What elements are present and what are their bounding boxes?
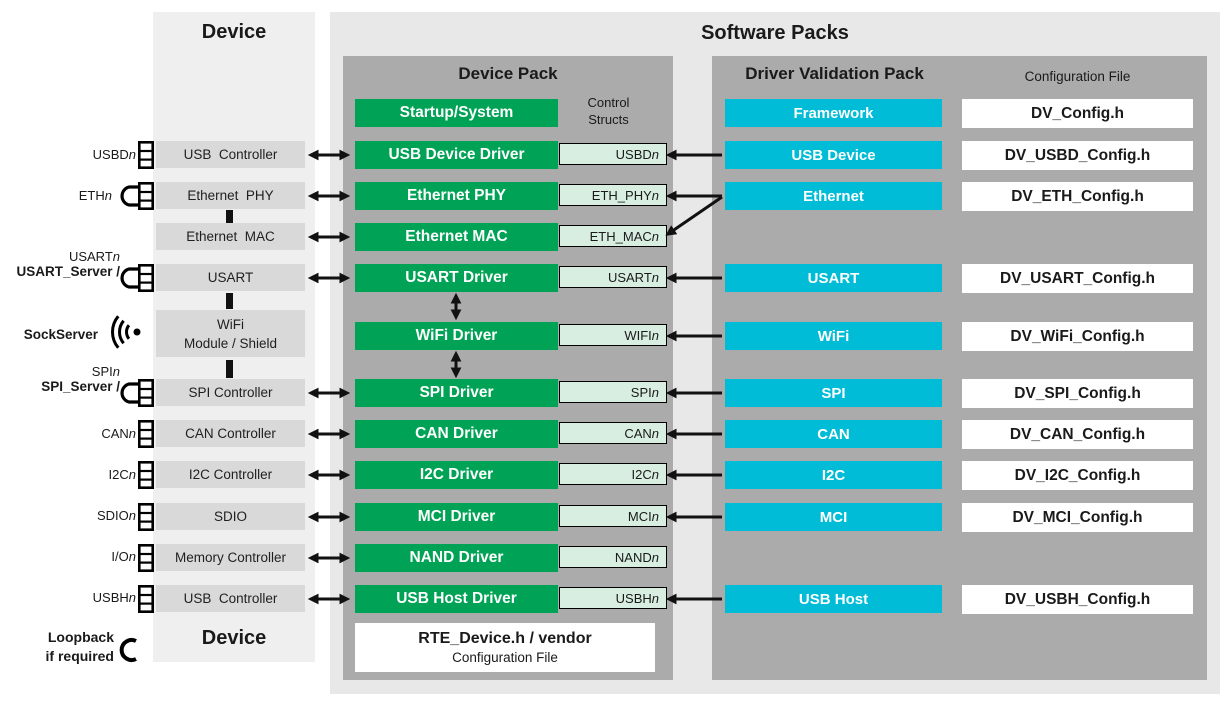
validation-box-framework: Framework [725,99,942,127]
connector-icon [138,544,154,572]
connector-icon [138,182,154,210]
driver-box-can: CAN Driver [355,420,558,448]
config-box-dv-eth: DV_ETH_Config.h [962,182,1193,211]
device-box-memory-controller: Memory Controller [156,544,305,571]
device-box-ethernet-phy: Ethernet PHY [156,182,305,209]
device-box-usart: USART [156,264,305,291]
config-box-dv-wifi: DV_WiFi_Config.h [962,322,1193,351]
loopback-note: Loopback if required [45,629,114,664]
config-box-dv-can: DV_CAN_Config.h [962,420,1193,449]
left-label-i2c: I2Cn [108,467,136,482]
connector-icon [138,420,154,448]
validation-box-wifi: WiFi [725,322,942,350]
software-packs-title: Software Packs [701,22,849,44]
left-label-usbd: USBDn [92,147,136,162]
device-panel-bottom-title: Device [201,626,267,649]
config-box-dv-usbh: DV_USBH_Config.h [962,585,1193,614]
driver-box-ethernet-mac: Ethernet MAC [355,223,558,251]
driver-box-usb-device: USB Device Driver [355,141,558,169]
loopback-icon [120,185,140,207]
left-label-can: CANn [101,426,136,441]
left-label-eth: ETHn [78,188,112,203]
left-label-usart: USARTn USART_Server / [16,249,120,279]
config-box-dv-i2c: DV_I2C_Config.h [962,461,1193,490]
driver-box-wifi: WiFi Driver [355,322,558,350]
validation-box-usb-host: USB Host [725,585,942,613]
configuration-file-title: Configuration File [1024,69,1131,84]
device-box-usb-host-controller: USB Controller [156,585,305,612]
validation-box-can: CAN [725,420,942,448]
left-label-sockserver: SockServer [23,327,98,342]
control-structs-label: Control Structs [587,95,630,127]
validation-box-spi: SPI [725,379,942,407]
device-box-ethernet-mac: Ethernet MAC [156,223,305,250]
connector-icon [138,461,154,489]
validation-box-ethernet: Ethernet [725,182,942,210]
device-box-wifi-module: WiFi Module / Shield [156,310,305,357]
config-box-dv-mci: DV_MCI_Config.h [962,503,1193,532]
config-box-dv-spi: DV_SPI_Config.h [962,379,1193,408]
device-box-usb-controller: USB Controller [156,141,305,168]
device-box-can-controller: CAN Controller [156,420,305,447]
validation-box-usb-device: USB Device [725,141,942,169]
connector-icon [138,503,154,531]
left-label-spi: SPIn SPI_Server / [41,364,120,394]
left-label-io: I/On [111,549,136,564]
left-label-sdio: SDIOn [96,508,136,523]
connector-icon [138,379,154,407]
loopback-note-icon [119,638,137,662]
loopback-icon [120,267,140,289]
driver-box-usb-host: USB Host Driver [355,585,558,613]
device-pack-title: Device Pack [458,64,558,83]
validation-box-usart: USART [725,264,942,292]
config-box-dv-usart: DV_USART_Config.h [962,264,1193,293]
driver-box-mci: MCI Driver [355,503,558,531]
config-box-dv-usbd: DV_USBD_Config.h [962,141,1193,170]
loopback-icon [120,382,140,404]
left-label-usbh: USBHn [92,590,136,605]
connector-icon [138,264,154,292]
validation-box-i2c: I2C [725,461,942,489]
device-panel-title: Device [201,21,267,43]
driver-box-nand: NAND Driver [355,544,558,572]
driver-box-usart: USART Driver [355,264,558,292]
validation-box-mci: MCI [725,503,942,531]
connector-icon [138,585,154,613]
driver-box-ethernet-phy: Ethernet PHY [355,182,558,210]
rte-device-box: RTE_Device.h / vendor Configuration File [355,623,655,672]
driver-validation-pack-title: Driver Validation Pack [745,64,924,83]
connector-icon [138,141,154,169]
config-box-dv-config: DV_Config.h [962,99,1193,128]
driver-box-i2c: I2C Driver [355,461,558,489]
driver-box-spi: SPI Driver [355,379,558,407]
device-box-spi-controller: SPI Controller [156,379,305,406]
device-box-sdio: SDIO [156,503,305,530]
driver-box-startup-system: Startup/System [355,99,558,127]
device-box-i2c-controller: I2C Controller [156,461,305,488]
wifi-signal-icon [111,315,141,349]
